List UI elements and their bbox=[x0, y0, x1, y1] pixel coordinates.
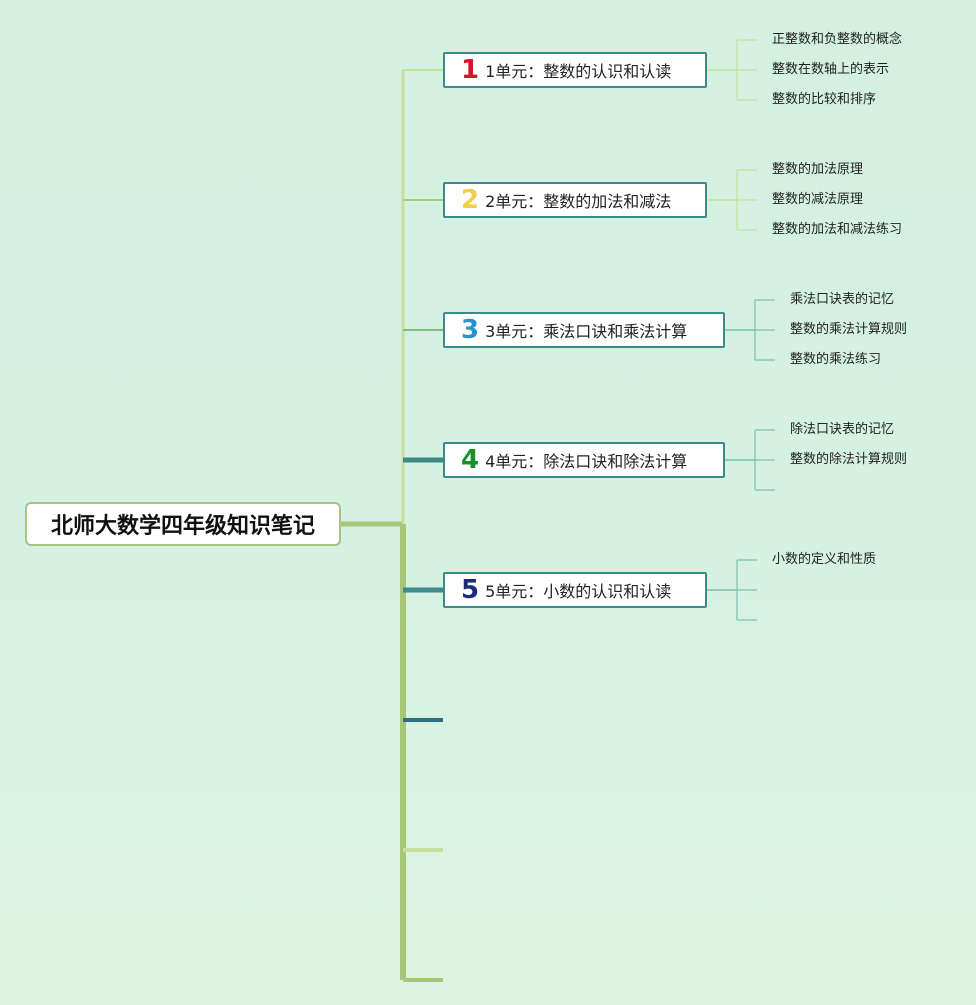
unit-node-3[interactable]: 3 3单元：乘法口诀和乘法计算 bbox=[443, 312, 725, 348]
topic-leaf[interactable]: 整数的乘法练习 bbox=[790, 352, 882, 367]
topic-leaf[interactable]: 整数的除法计算规则 bbox=[790, 452, 908, 467]
unit-number-badge: 3 bbox=[461, 315, 480, 345]
unit-title: 3单元：乘法口诀和乘法计算 bbox=[485, 322, 688, 341]
topic-leaf[interactable]: 整数的减法原理 bbox=[772, 192, 864, 207]
unit-node-4[interactable]: 4 4单元：除法口诀和除法计算 bbox=[443, 442, 725, 478]
unit-number-badge: 2 bbox=[461, 185, 480, 215]
topic-leaf[interactable]: 整数的比较和排序 bbox=[772, 92, 877, 107]
root-topic-node[interactable]: 北师大数学四年级知识笔记 bbox=[25, 502, 341, 546]
topic-leaf[interactable]: 乘法口诀表的记忆 bbox=[790, 292, 895, 307]
unit-title: 1单元：整数的认识和认读 bbox=[485, 62, 672, 81]
topic-leaf[interactable]: 小数的定义和性质 bbox=[772, 552, 877, 567]
topic-leaf[interactable]: 整数的加法原理 bbox=[772, 162, 864, 177]
unit-number-badge: 4 bbox=[461, 445, 480, 475]
topic-leaf[interactable]: 整数的加法和减法练习 bbox=[772, 222, 903, 237]
topic-leaf[interactable]: 整数的乘法计算规则 bbox=[790, 322, 908, 337]
topic-leaf[interactable]: 整数在数轴上的表示 bbox=[772, 62, 890, 77]
unit-node-5[interactable]: 5 5单元：小数的认识和认读 bbox=[443, 572, 707, 608]
unit-title: 4单元：除法口诀和除法计算 bbox=[485, 452, 688, 471]
unit-number-badge: 5 bbox=[461, 575, 480, 605]
topic-leaf[interactable]: 正整数和负整数的概念 bbox=[772, 32, 903, 47]
unit-number-badge: 1 bbox=[461, 55, 480, 85]
root-topic-label: 北师大数学四年级知识笔记 bbox=[50, 514, 315, 539]
topic-leaf[interactable]: 除法口诀表的记忆 bbox=[790, 422, 895, 437]
unit-node-2[interactable]: 2 2单元：整数的加法和减法 bbox=[443, 182, 707, 218]
unit-node-1[interactable]: 1 1单元：整数的认识和认读 bbox=[443, 52, 707, 88]
unit-title: 5单元：小数的认识和认读 bbox=[485, 582, 672, 601]
unit-title: 2单元：整数的加法和减法 bbox=[485, 192, 672, 211]
